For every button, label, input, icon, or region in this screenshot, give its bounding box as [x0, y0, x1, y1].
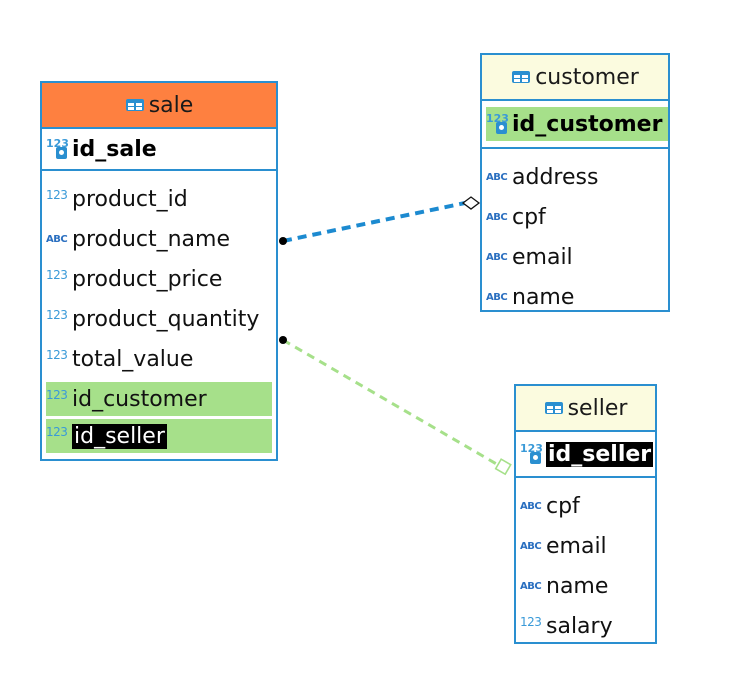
link-sale-seller-source-dot — [279, 336, 287, 344]
sale-column-row[interactable]: 123 total_value — [46, 339, 272, 379]
text-type-icon: ABC — [486, 211, 508, 223]
column-name: cpf — [512, 204, 546, 230]
link-sale-customer[interactable] — [279, 196, 481, 245]
seller-column-row[interactable]: ABC cpf — [520, 486, 651, 526]
customer-column-row[interactable]: ABC email — [486, 237, 664, 277]
sale-fk-row-seller[interactable]: 123 id_seller — [46, 419, 272, 453]
text-type-icon: ABC — [520, 500, 542, 512]
numeric-type-icon: 123 — [46, 268, 68, 282]
entity-seller-title: seller — [567, 395, 628, 421]
entity-sale-title: sale — [148, 92, 194, 118]
column-name: id_customer — [72, 386, 207, 412]
column-name: product_id — [72, 186, 188, 212]
entity-customer-title: customer — [535, 64, 639, 90]
seller-pk-name-selected: id_seller — [546, 441, 654, 467]
numeric-type-icon: 123 — [46, 308, 68, 322]
customer-column-row[interactable]: ABC address — [486, 157, 664, 197]
numeric-type-icon: 123 — [46, 188, 68, 202]
entity-seller[interactable]: seller 123 id_seller ABC cpf ABC email ABC… — [514, 384, 657, 644]
column-name: email — [546, 533, 607, 559]
column-name: salary — [546, 613, 613, 639]
customer-column-row[interactable]: ABC name — [486, 277, 664, 317]
entity-customer[interactable]: customer 123 id_customer ABC address ABC c… — [480, 53, 670, 312]
column-name: product_name — [72, 226, 231, 252]
numeric-type-icon: 123 — [520, 615, 542, 629]
link-sale-seller-target-marker — [494, 458, 512, 476]
column-name: product_quantity — [72, 306, 260, 332]
link-sale-seller[interactable] — [279, 336, 512, 476]
numeric-type-icon: 123 — [46, 388, 68, 402]
column-name: total_value — [72, 346, 194, 372]
entity-sale-header[interactable]: sale — [42, 83, 276, 129]
sale-column-row[interactable]: ABC product_name — [46, 219, 272, 259]
entity-customer-header[interactable]: customer — [482, 55, 668, 101]
table-icon — [544, 402, 563, 414]
link-sale-customer-target-diamond — [461, 196, 481, 210]
sale-fk-row-customer[interactable]: 123 id_customer — [46, 382, 272, 416]
customer-pk-row[interactable]: 123 id_customer — [482, 101, 669, 149]
text-type-icon: ABC — [520, 580, 542, 592]
seller-column-row[interactable]: 123 salary — [520, 606, 651, 646]
column-name: name — [512, 284, 575, 310]
text-type-icon: ABC — [486, 171, 508, 183]
entity-seller-header[interactable]: seller — [516, 386, 655, 432]
text-type-icon: ABC — [486, 251, 508, 263]
sale-pk-name: id_sale — [72, 136, 157, 162]
sale-pk-row[interactable]: 123 id_sale — [42, 129, 276, 171]
seller-pk-row[interactable]: 123 id_seller — [516, 432, 655, 478]
column-name: email — [512, 244, 573, 270]
column-name: product_price — [72, 266, 223, 292]
entity-sale[interactable]: sale 123 id_sale 123 product_id ABC produc… — [40, 81, 278, 461]
numeric-type-icon: 123 — [46, 348, 68, 362]
text-type-icon: ABC — [486, 291, 508, 303]
column-name: cpf — [546, 493, 580, 519]
customer-pk-name: id_customer — [512, 111, 663, 137]
table-icon — [125, 99, 144, 111]
column-name: address — [512, 164, 599, 190]
sale-column-row[interactable]: 123 product_quantity — [46, 299, 272, 339]
seller-column-row[interactable]: ABC email — [520, 526, 651, 566]
column-name: name — [546, 573, 609, 599]
primary-key-icon: 123 — [486, 112, 510, 136]
link-sale-customer-source-dot — [279, 237, 287, 245]
table-icon — [512, 71, 531, 83]
text-type-icon: ABC — [46, 233, 68, 245]
customer-column-row[interactable]: ABC cpf — [486, 197, 664, 237]
numeric-type-icon: 123 — [46, 425, 68, 439]
primary-key-icon: 123 — [520, 442, 544, 466]
column-name-selected: id_seller — [72, 423, 167, 449]
text-type-icon: ABC — [520, 540, 542, 552]
primary-key-icon: 123 — [46, 137, 70, 161]
sale-column-row[interactable]: 123 product_id — [46, 179, 272, 219]
sale-column-row[interactable]: 123 product_price — [46, 259, 272, 299]
seller-column-row[interactable]: ABC name — [520, 566, 651, 606]
